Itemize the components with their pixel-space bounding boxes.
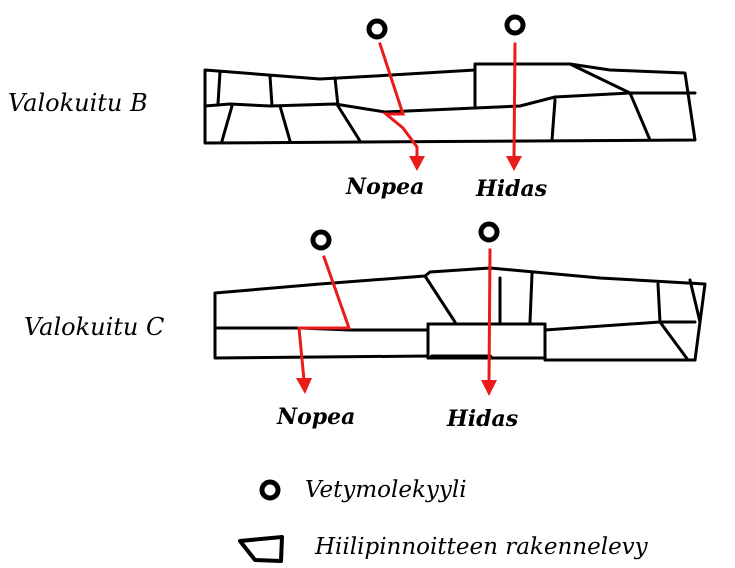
fiber-c-fast-arrowhead bbox=[296, 378, 312, 394]
fiber-c-divider bbox=[660, 322, 688, 360]
fiber-c-group: Valokuitu C bbox=[24, 224, 705, 432]
fiber-c-molecule-slow bbox=[481, 224, 497, 240]
fiber-c-slow-label: Hidas bbox=[446, 406, 518, 432]
legend-plate-icon bbox=[240, 537, 282, 561]
fiber-c-structure bbox=[215, 268, 705, 360]
legend-molecule-icon bbox=[262, 482, 278, 498]
fiber-c-divider bbox=[530, 274, 532, 322]
fiber-b-divider bbox=[270, 76, 272, 106]
fiber-b-divider bbox=[338, 106, 360, 141]
fiber-b-molecule-slow bbox=[507, 17, 523, 33]
fiber-b-divider bbox=[335, 78, 338, 106]
fiber-c-fast-path bbox=[296, 257, 349, 394]
fiber-c-divider bbox=[425, 276, 455, 322]
fiber-b-divider bbox=[630, 93, 650, 140]
fiber-c-slow-arrowhead bbox=[481, 380, 497, 396]
legend-plate-label: Hiilipinnoitteen rakennelevy bbox=[314, 534, 649, 560]
legend-molecule-label: Vetymolekyyli bbox=[305, 477, 467, 503]
fiber-c-inner-plate bbox=[428, 324, 545, 358]
fiber-b-fast-path bbox=[380, 44, 425, 171]
fiber-b-group: Valokuitu B bbox=[8, 17, 695, 202]
fiber-b-slow-path-line bbox=[514, 44, 515, 158]
fiber-c-outline bbox=[215, 268, 705, 360]
fiber-b-divider bbox=[218, 72, 220, 104]
fiber-b-structure bbox=[205, 64, 695, 143]
legend: Vetymolekyyli Hiilipinnoitteen rakennele… bbox=[240, 477, 649, 561]
fiber-b-midline bbox=[205, 93, 695, 112]
fiber-c-slow-path-line bbox=[489, 250, 490, 382]
fiber-b-divider bbox=[280, 106, 290, 141]
fiber-b-outline bbox=[205, 64, 695, 143]
fiber-b-label: Valokuitu B bbox=[8, 89, 148, 117]
fiber-c-fast-path-line bbox=[299, 257, 349, 380]
fiber-b-fast-label: Nopea bbox=[345, 174, 424, 200]
fiber-b-divider bbox=[222, 106, 232, 141]
fiber-b-divider bbox=[552, 100, 555, 140]
fiber-b-slow-arrowhead bbox=[506, 156, 522, 171]
fiber-c-divider bbox=[658, 284, 660, 322]
fiber-c-divider bbox=[690, 280, 700, 322]
fiber-b-molecule-fast bbox=[369, 21, 385, 37]
fiber-b-slow-label: Hidas bbox=[475, 176, 547, 202]
fiber-c-fast-label: Nopea bbox=[276, 404, 355, 430]
fiber-c-molecule-fast bbox=[313, 232, 329, 248]
fiber-b-fast-arrowhead bbox=[409, 156, 425, 171]
fiber-c-label: Valokuitu C bbox=[24, 313, 164, 341]
